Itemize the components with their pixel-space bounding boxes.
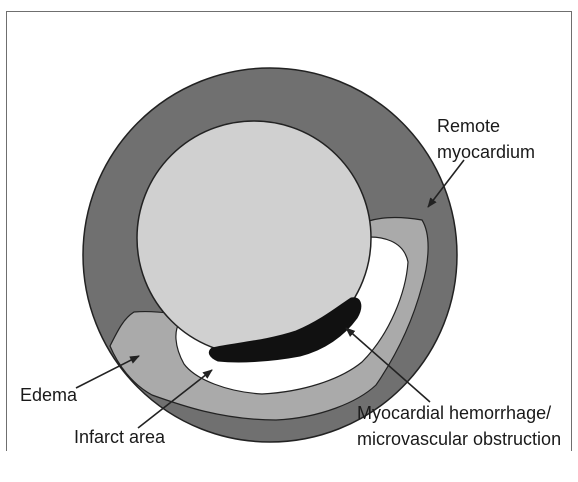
hemorrhage-label-line1: Myocardial hemorrhage/ <box>357 403 551 423</box>
hemorrhage-label-line2: microvascular obstruction <box>357 429 561 449</box>
infarct-area-label: Infarct area <box>74 427 166 447</box>
remote-myocardium-label-line2: myocardium <box>437 142 535 162</box>
edema-label: Edema <box>20 385 78 405</box>
remote-myocardium-label-line1: Remote <box>437 116 500 136</box>
